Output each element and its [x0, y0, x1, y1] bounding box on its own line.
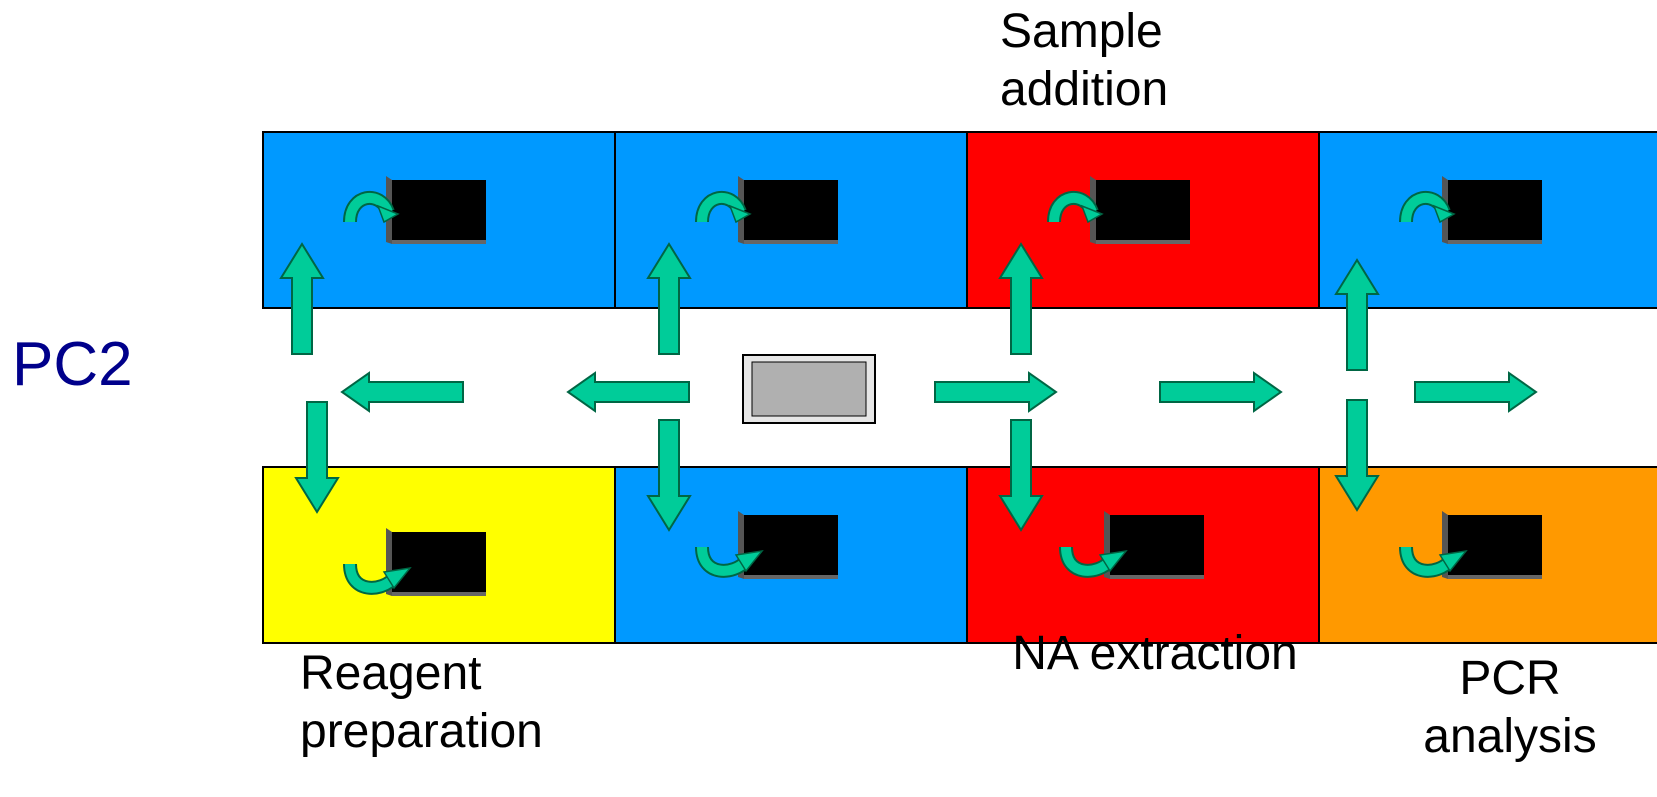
arrow-right-icon	[1159, 372, 1282, 412]
cabinet-icon	[1090, 176, 1190, 244]
cabinet-icon	[386, 176, 486, 244]
pc2-label: PC2	[12, 330, 133, 399]
arrow-right-icon	[934, 372, 1057, 412]
reagent-preparation-label: Reagent preparation	[300, 647, 543, 758]
arrow-left-icon	[341, 372, 464, 412]
central-box	[742, 354, 876, 424]
cabinet-icon	[738, 511, 838, 579]
sample-addition-label: Sample addition	[1000, 5, 1169, 116]
pcr-analysis-label: PCR analysis	[1423, 652, 1597, 763]
cabinet-icon	[1104, 511, 1204, 579]
arrow-left-icon	[567, 372, 690, 412]
cabinet-icon	[386, 528, 486, 596]
cabinet-icon	[1442, 176, 1542, 244]
arrow-right-icon	[1414, 372, 1537, 412]
na-extraction-label: NA extraction	[1012, 627, 1298, 680]
cabinet-icon	[1442, 511, 1542, 579]
cabinet-icon	[738, 176, 838, 244]
